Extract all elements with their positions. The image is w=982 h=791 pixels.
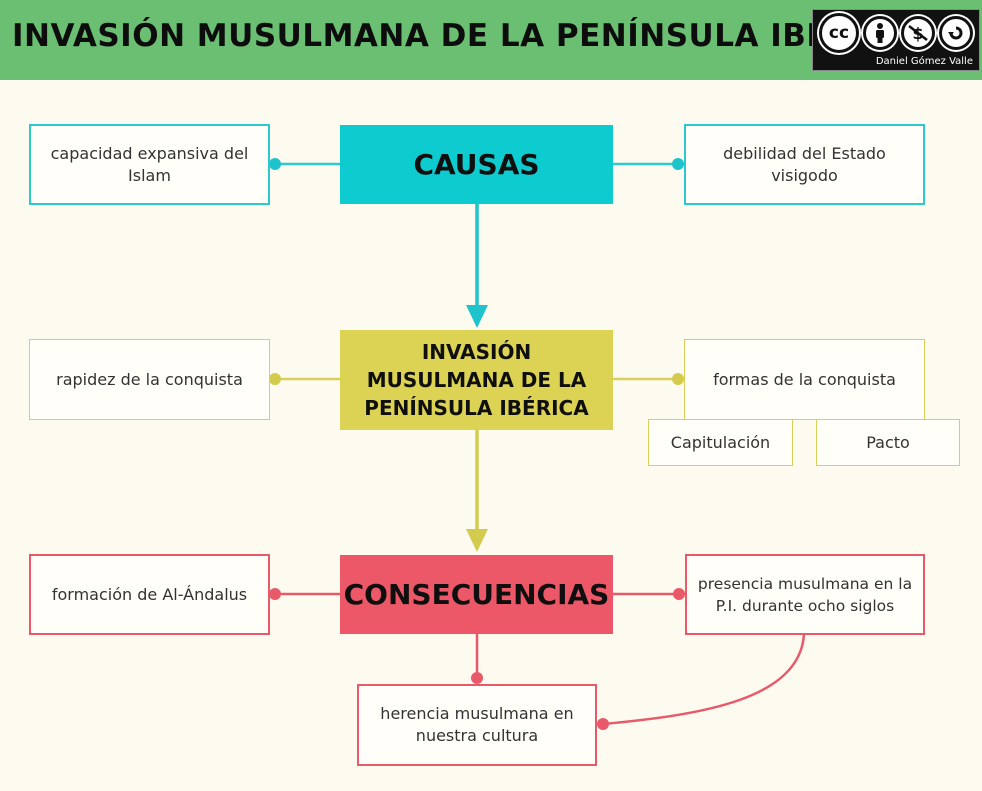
causes-heading: CAUSAS	[340, 125, 613, 204]
conquest-speed: rapidez de la conquista	[29, 339, 270, 420]
noncommercial-icon: $	[901, 16, 935, 50]
sharealike-icon	[939, 16, 973, 50]
connector-dot	[269, 588, 281, 600]
form-capitulation: Capitulación	[648, 419, 793, 466]
arrowhead-teal	[466, 305, 488, 328]
connector-dot	[672, 373, 684, 385]
header-bar: INVASIÓN MUSULMANA DE LA PENÍNSULA IBÉRI…	[0, 0, 982, 80]
connector-dot	[269, 158, 281, 170]
connector-presence-to-heritage	[602, 633, 806, 726]
cause-visigoth-weakness: debilidad del Estado visigodo	[684, 124, 925, 205]
license-badge[interactable]: cc $ Daniel Gómez Valle	[812, 9, 980, 71]
cause-islam-expansion: capacidad expansiva del Islam	[29, 124, 270, 205]
license-author: Daniel Gómez Valle	[875, 56, 973, 67]
consequences-heading: CONSECUENCIAS	[340, 555, 613, 634]
consequence-al-andalus: formación de Al-Ándalus	[29, 554, 270, 635]
attribution-icon	[863, 16, 897, 50]
connector-dot	[597, 718, 609, 730]
connector-dot	[269, 373, 281, 385]
invasion-heading: INVASIÓN MUSULMANA DE LA PENÍNSULA IBÉRI…	[340, 330, 613, 430]
license-icons: cc $	[819, 13, 975, 53]
connector-dot	[471, 672, 483, 684]
cc-icon: cc	[819, 13, 859, 53]
arrowhead-yellow	[466, 529, 488, 552]
consequence-muslim-presence: presencia musulmana en la P.I. durante o…	[685, 554, 925, 635]
conquest-forms: formas de la conquista	[684, 339, 925, 420]
connector-dot	[673, 588, 685, 600]
page-title: INVASIÓN MUSULMANA DE LA PENÍNSULA IBÉRI…	[12, 18, 913, 54]
form-pact: Pacto	[816, 419, 960, 466]
connector-dot	[672, 158, 684, 170]
consequence-cultural-heritage: herencia musulmana en nuestra cultura	[357, 684, 597, 766]
